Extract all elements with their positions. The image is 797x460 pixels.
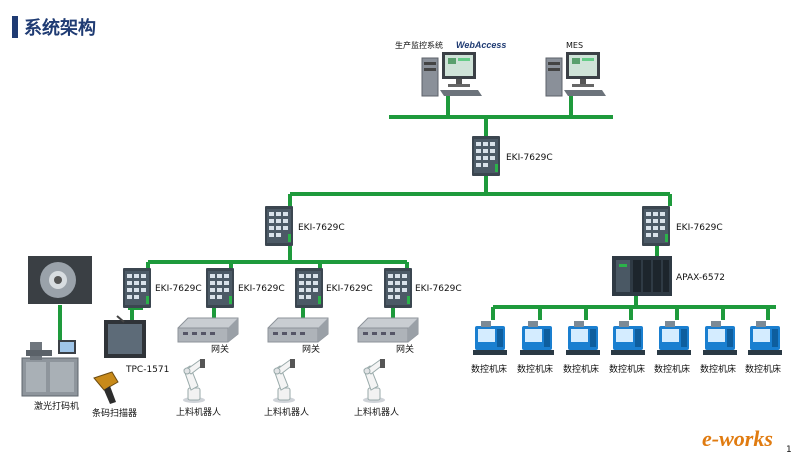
- eworks-logo: e-works: [702, 426, 773, 451]
- gateway-label: 网关: [396, 343, 414, 355]
- monitoring-system-label: 生产监控系统: [395, 40, 443, 50]
- cnc-machine: [473, 321, 507, 355]
- edge-switch: [384, 268, 412, 308]
- robot-label: 上料机器人: [176, 406, 221, 418]
- cnc-machine: [703, 321, 737, 355]
- cnc-label: 数控机床: [700, 363, 736, 375]
- edge-switch: [295, 268, 323, 308]
- cnc-label: 数控机床: [654, 363, 690, 375]
- gateway-label: 网关: [302, 343, 320, 355]
- cnc-machine: [748, 321, 782, 355]
- gateway-device: [267, 317, 329, 343]
- core-switch-label: EKI-7629C: [506, 153, 553, 163]
- left-switch: [265, 206, 293, 246]
- page-number: 1: [786, 445, 792, 455]
- cnc-machine: [611, 321, 645, 355]
- laser-marking-machine: [21, 340, 79, 397]
- loading-robot: [362, 358, 386, 404]
- core-switch: [472, 136, 500, 176]
- barcode-scanner-icon: [93, 371, 119, 404]
- cnc-machine: [657, 321, 691, 355]
- cnc-label: 数控机床: [517, 363, 553, 375]
- network-links: [58, 90, 776, 340]
- edge-switch: [123, 268, 151, 308]
- cnc-label: 数控机床: [471, 363, 507, 375]
- right-switch: [642, 206, 670, 246]
- tpc-label: TPC-1571: [125, 365, 169, 375]
- mes-label: MES: [566, 41, 583, 50]
- apax-controller: [612, 256, 672, 296]
- robot-label: 上料机器人: [354, 406, 399, 418]
- monitoring-server: [421, 51, 483, 97]
- loading-robot: [272, 358, 296, 404]
- webaccess-logo: WebAccess: [456, 40, 506, 50]
- loading-robot: [182, 358, 206, 404]
- gateway-device: [177, 317, 239, 343]
- edge-switch-label: EKI-7629C: [415, 284, 462, 294]
- mes-server: [545, 51, 607, 97]
- cnc-machine: [520, 321, 554, 355]
- scanner-label: 条码扫描器: [92, 407, 137, 419]
- page-title: 系统架构: [24, 18, 96, 39]
- laser-marking-label: 激光打码机: [34, 400, 79, 412]
- left-switch-label: EKI-7629C: [298, 223, 345, 233]
- gateway-device: [357, 317, 419, 343]
- cnc-label: 数控机床: [745, 363, 781, 375]
- edge-switch-label: EKI-7629C: [326, 284, 373, 294]
- edge-switch: [206, 268, 234, 308]
- cnc-label: 数控机床: [609, 363, 645, 375]
- gateway-label: 网关: [211, 343, 229, 355]
- right-switch-label: EKI-7629C: [676, 223, 723, 233]
- apax-label: APAX-6572: [676, 273, 725, 283]
- edge-switch-label: EKI-7629C: [238, 284, 285, 294]
- cnc-machine: [566, 321, 600, 355]
- title-accent-bar: [12, 16, 18, 38]
- robot-label: 上料机器人: [264, 406, 309, 418]
- cnc-label: 数控机床: [563, 363, 599, 375]
- tpc-panel: [104, 315, 146, 358]
- edge-switch-label: EKI-7629C: [155, 284, 202, 294]
- laser-photo: [28, 256, 92, 304]
